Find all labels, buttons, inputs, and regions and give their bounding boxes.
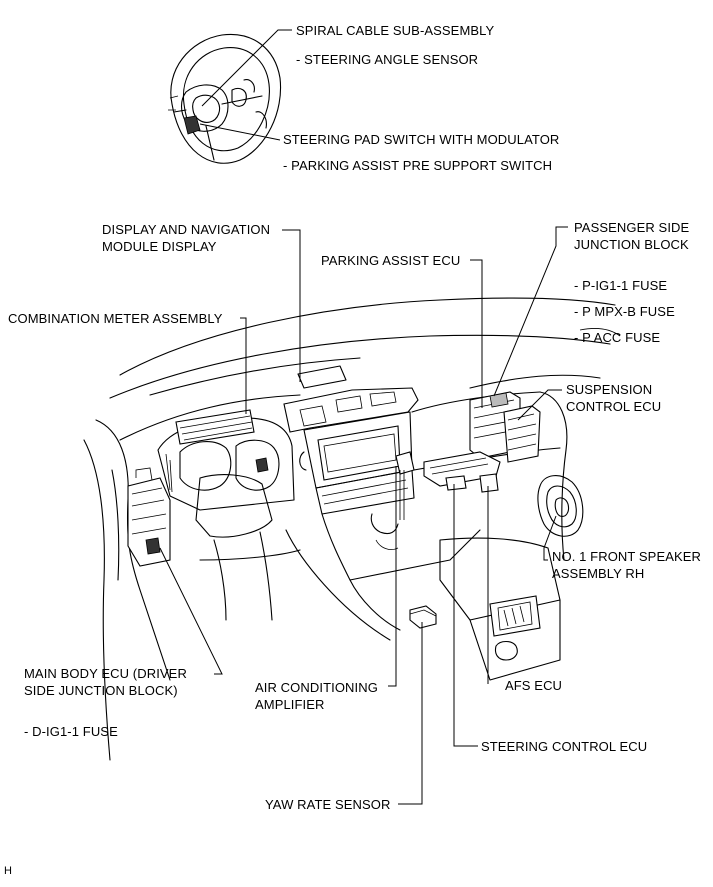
- label-suspension-line2: CONTROL ECU: [566, 399, 662, 414]
- label-air-conditioning-line2: AMPLIFIER: [255, 697, 325, 712]
- label-passenger-junction-block: PASSENGER SIDE JUNCTION BLOCK: [574, 219, 689, 253]
- label-suspension-control-ecu: SUSPENSION CONTROL ECU: [566, 381, 661, 415]
- label-main-body-line2: SIDE JUNCTION BLOCK): [24, 683, 178, 698]
- label-p-ig1-1-fuse: - P-IG1-1 FUSE: [574, 278, 668, 293]
- label-display-nav-line1: DISPLAY AND NAVIGATION: [102, 222, 271, 237]
- dashboard-drawing: [83, 297, 621, 761]
- label-front-speaker-line2: ASSEMBLY RH: [552, 566, 645, 581]
- leader-lines: [159, 29, 568, 805]
- label-p-acc-fuse: - P ACC FUSE: [574, 330, 661, 345]
- steering-wheel-drawing: [168, 33, 282, 164]
- label-afs-ecu: AFS ECU: [505, 678, 563, 693]
- label-steering-pad-switch: STEERING PAD SWITCH WITH MODULATOR: [283, 132, 560, 147]
- label-air-conditioning-amplifier: AIR CONDITIONING AMPLIFIER: [255, 679, 378, 713]
- label-display-navigation-module: DISPLAY AND NAVIGATION MODULE DISPLAY: [102, 221, 270, 255]
- label-spiral-cable: SPIRAL CABLE SUB-ASSEMBLY: [296, 23, 495, 38]
- label-p-mpx-b-fuse: - P MPX-B FUSE: [574, 304, 675, 319]
- label-steering-angle-sensor: - STEERING ANGLE SENSOR: [296, 52, 479, 67]
- label-parking-assist-pre-support-switch: - PARKING ASSIST PRE SUPPORT SWITCH: [283, 158, 553, 173]
- label-suspension-line1: SUSPENSION: [566, 382, 653, 397]
- label-passenger-jb-line2: JUNCTION BLOCK: [574, 237, 689, 252]
- label-main-body-ecu: MAIN BODY ECU (DRIVER SIDE JUNCTION BLOC…: [24, 665, 187, 699]
- label-parking-assist-ecu: PARKING ASSIST ECU: [321, 253, 461, 268]
- label-passenger-jb-line1: PASSENGER SIDE: [574, 220, 690, 235]
- corner-code: H: [4, 865, 13, 877]
- label-d-ig1-1-fuse: - D-IG1-1 FUSE: [24, 724, 118, 739]
- label-display-nav-line2: MODULE DISPLAY: [102, 239, 217, 254]
- label-front-speaker-line1: NO. 1 FRONT SPEAKER: [552, 549, 702, 564]
- label-main-body-line1: MAIN BODY ECU (DRIVER: [24, 666, 187, 681]
- label-air-conditioning-line1: AIR CONDITIONING: [255, 680, 378, 695]
- label-yaw-rate-sensor: YAW RATE SENSOR: [265, 797, 391, 812]
- label-combination-meter: COMBINATION METER ASSEMBLY: [8, 311, 223, 326]
- label-steering-control-ecu: STEERING CONTROL ECU: [481, 739, 648, 754]
- label-front-speaker: NO. 1 FRONT SPEAKER ASSEMBLY RH: [552, 548, 701, 582]
